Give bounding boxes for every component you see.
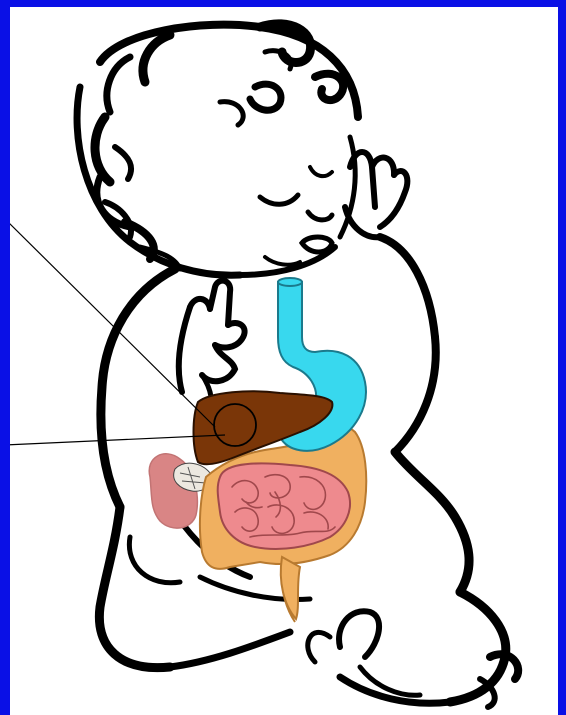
illustration-frame bbox=[10, 7, 558, 715]
raised-hand bbox=[345, 152, 435, 337]
gallbladder-icon bbox=[214, 404, 256, 446]
face-features bbox=[260, 167, 332, 265]
hair-curls bbox=[95, 24, 343, 269]
small-intestine-icon bbox=[218, 463, 350, 549]
rectum-icon bbox=[281, 557, 300, 619]
nose-icon bbox=[308, 212, 332, 220]
esophagus-top bbox=[278, 278, 302, 286]
mouth-icon bbox=[302, 237, 332, 252]
baby-anatomy-illustration bbox=[10, 7, 558, 715]
closed-eye-icon bbox=[260, 195, 298, 204]
